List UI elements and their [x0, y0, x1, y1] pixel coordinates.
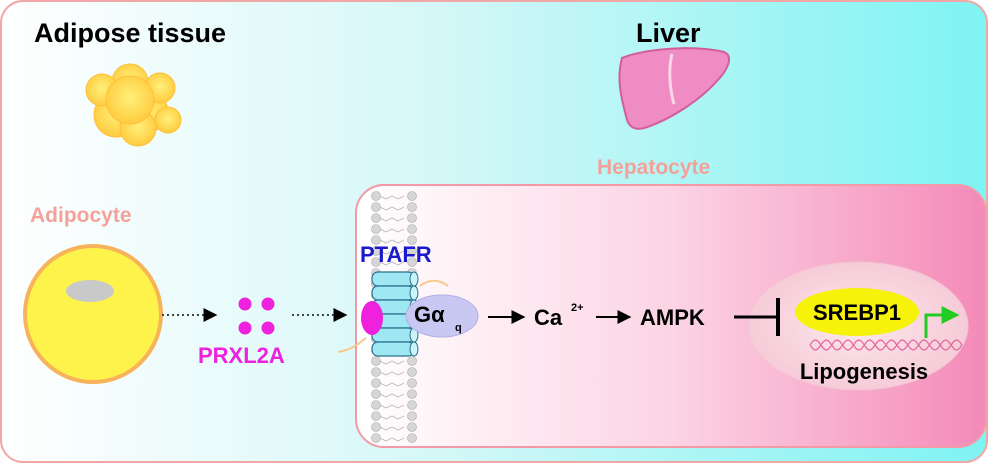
liver-title: Liver	[636, 18, 701, 48]
g-alpha-q-protein: Gα q	[405, 294, 479, 338]
prxl2a-molecules-icon	[238, 297, 275, 335]
adipocyte-label: Adipocyte	[30, 204, 132, 227]
adipocyte-cell	[23, 244, 163, 384]
srebp1-label: SREBP1	[813, 300, 901, 325]
g-alpha-subscript: q	[455, 322, 462, 334]
calcium-label: Ca	[534, 305, 563, 330]
hepatocyte-label: Hepatocyte	[597, 156, 710, 179]
lipogenesis-label: Lipogenesis	[800, 359, 928, 384]
liver-icon	[618, 47, 731, 130]
dna-helix-icon	[809, 339, 963, 351]
ampk-inhibits-srebp1	[734, 298, 780, 336]
adipose-tissue-title: Adipose tissue	[34, 18, 226, 48]
g-alpha-label: Gα	[414, 302, 445, 327]
ptafr-label: PTAFR	[360, 242, 432, 267]
prxl2a-label: PRXL2A	[198, 343, 285, 368]
adipocyte-nucleus	[66, 280, 114, 302]
calcium-superscript: 2+	[571, 302, 584, 314]
prxl2a-bound-icon	[361, 301, 383, 335]
fat-cluster-icon	[85, 63, 182, 147]
transcription-start-arrow	[924, 306, 960, 338]
srebp1-protein	[795, 288, 919, 336]
ampk-label: AMPK	[640, 305, 705, 330]
